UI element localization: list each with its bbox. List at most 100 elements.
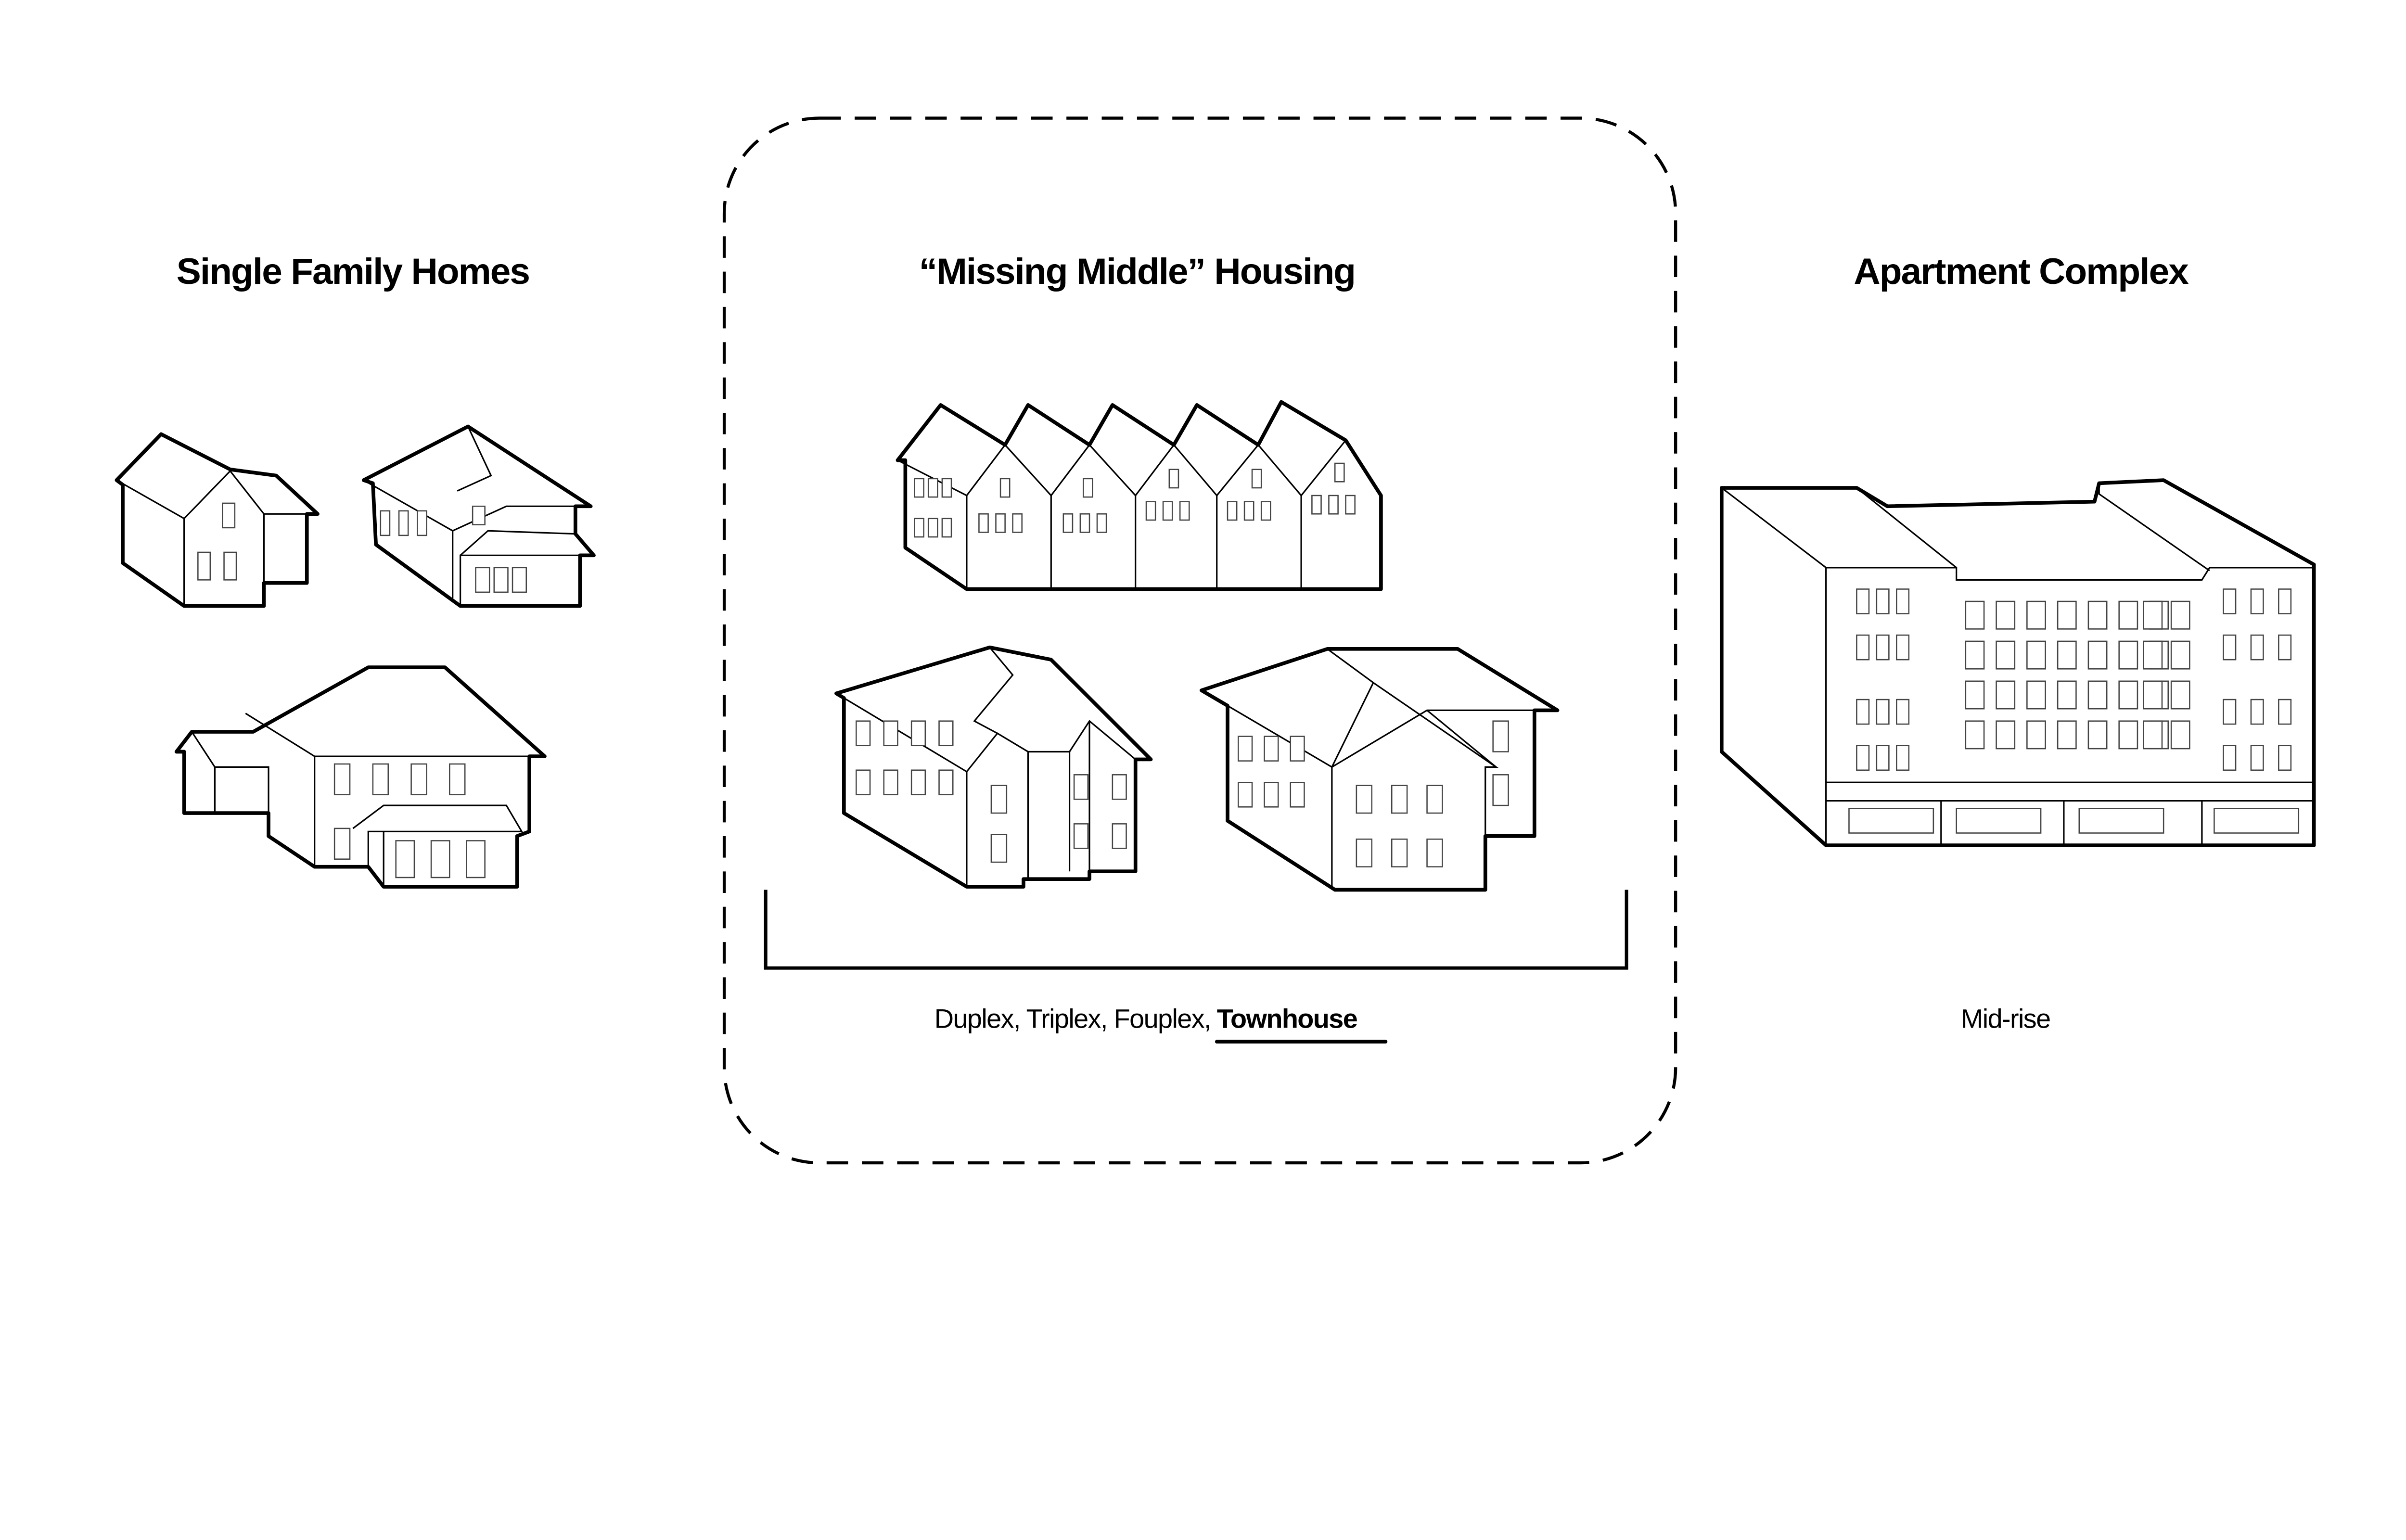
window bbox=[493, 567, 509, 593]
missing-middle-bracket bbox=[764, 890, 1628, 970]
window bbox=[333, 763, 351, 796]
single-family-title: Single Family Homes bbox=[177, 251, 529, 292]
window bbox=[410, 763, 427, 796]
window bbox=[1391, 838, 1408, 867]
window bbox=[1112, 823, 1127, 849]
window bbox=[1238, 736, 1253, 762]
window bbox=[1856, 588, 1870, 614]
window bbox=[2223, 588, 2237, 614]
window bbox=[1112, 774, 1127, 800]
window bbox=[1083, 478, 1093, 498]
window bbox=[2087, 640, 2108, 670]
window bbox=[883, 769, 898, 796]
window bbox=[1965, 680, 1985, 710]
window bbox=[2118, 720, 2138, 750]
window bbox=[914, 518, 924, 538]
window bbox=[1876, 634, 1890, 661]
townhouse-label: Townhouse bbox=[1217, 1003, 1357, 1033]
window bbox=[1328, 495, 1339, 515]
window bbox=[1996, 720, 2016, 750]
window bbox=[856, 769, 871, 796]
window bbox=[1391, 785, 1408, 814]
window bbox=[1260, 501, 1271, 521]
apartment-building bbox=[1719, 478, 2316, 847]
window bbox=[2250, 588, 2264, 614]
window bbox=[2057, 640, 2077, 670]
window bbox=[1965, 600, 1985, 630]
window bbox=[2026, 720, 2046, 750]
window bbox=[927, 478, 938, 498]
window bbox=[1856, 745, 1870, 771]
window bbox=[1311, 495, 1322, 515]
window bbox=[197, 551, 211, 581]
window bbox=[2143, 680, 2163, 710]
window bbox=[914, 478, 924, 498]
window bbox=[1965, 640, 1985, 670]
window bbox=[1356, 838, 1373, 867]
duplex-building bbox=[834, 645, 1153, 889]
window bbox=[1996, 600, 2016, 630]
window bbox=[1227, 501, 1238, 521]
window bbox=[1290, 782, 1305, 808]
window bbox=[2143, 720, 2163, 750]
window bbox=[1856, 634, 1870, 661]
window bbox=[372, 763, 389, 796]
window bbox=[2057, 600, 2077, 630]
window bbox=[1492, 774, 1509, 806]
window bbox=[1096, 513, 1107, 533]
townhouse-row bbox=[896, 400, 1383, 591]
housing-types-diagram: Single Family Homes “Missing Middle” Hou… bbox=[115, 116, 2316, 1165]
window bbox=[398, 510, 409, 536]
window bbox=[1162, 501, 1173, 521]
window bbox=[2278, 588, 2292, 614]
window bbox=[1238, 782, 1253, 808]
window bbox=[430, 840, 450, 878]
window bbox=[1896, 699, 1910, 725]
window bbox=[927, 518, 938, 538]
window bbox=[910, 769, 926, 796]
window bbox=[2057, 720, 2077, 750]
window bbox=[1062, 513, 1074, 533]
window bbox=[1012, 513, 1023, 533]
window bbox=[1251, 469, 1262, 489]
window bbox=[222, 502, 236, 529]
window bbox=[2057, 680, 2077, 710]
window bbox=[990, 785, 1008, 814]
window bbox=[472, 506, 486, 525]
window bbox=[1896, 745, 1910, 771]
window bbox=[995, 513, 1006, 533]
window bbox=[941, 518, 952, 538]
window bbox=[2170, 640, 2190, 670]
window bbox=[978, 513, 989, 533]
window bbox=[999, 478, 1011, 498]
window bbox=[2170, 720, 2190, 750]
single-family-house-small bbox=[115, 432, 320, 608]
window bbox=[2278, 699, 2292, 725]
window bbox=[1965, 720, 1985, 750]
window bbox=[380, 510, 391, 536]
window bbox=[2118, 640, 2138, 670]
window bbox=[2026, 600, 2046, 630]
window bbox=[2223, 634, 2237, 661]
window bbox=[2087, 680, 2108, 710]
window bbox=[1243, 501, 1254, 521]
window bbox=[1073, 774, 1089, 800]
window bbox=[1290, 736, 1305, 762]
window bbox=[1145, 501, 1156, 521]
window bbox=[2118, 680, 2138, 710]
window bbox=[417, 510, 427, 536]
window bbox=[223, 551, 237, 581]
window bbox=[1168, 469, 1179, 489]
building-windows bbox=[197, 462, 2292, 878]
triplex-building bbox=[1199, 647, 1560, 892]
window bbox=[938, 720, 954, 747]
window bbox=[1073, 823, 1089, 849]
window bbox=[2026, 680, 2046, 710]
window bbox=[1856, 699, 1870, 725]
window bbox=[2143, 600, 2163, 630]
window bbox=[1996, 640, 2016, 670]
window bbox=[2278, 634, 2292, 661]
window bbox=[2223, 745, 2237, 771]
window bbox=[1896, 634, 1910, 661]
window bbox=[466, 840, 486, 878]
